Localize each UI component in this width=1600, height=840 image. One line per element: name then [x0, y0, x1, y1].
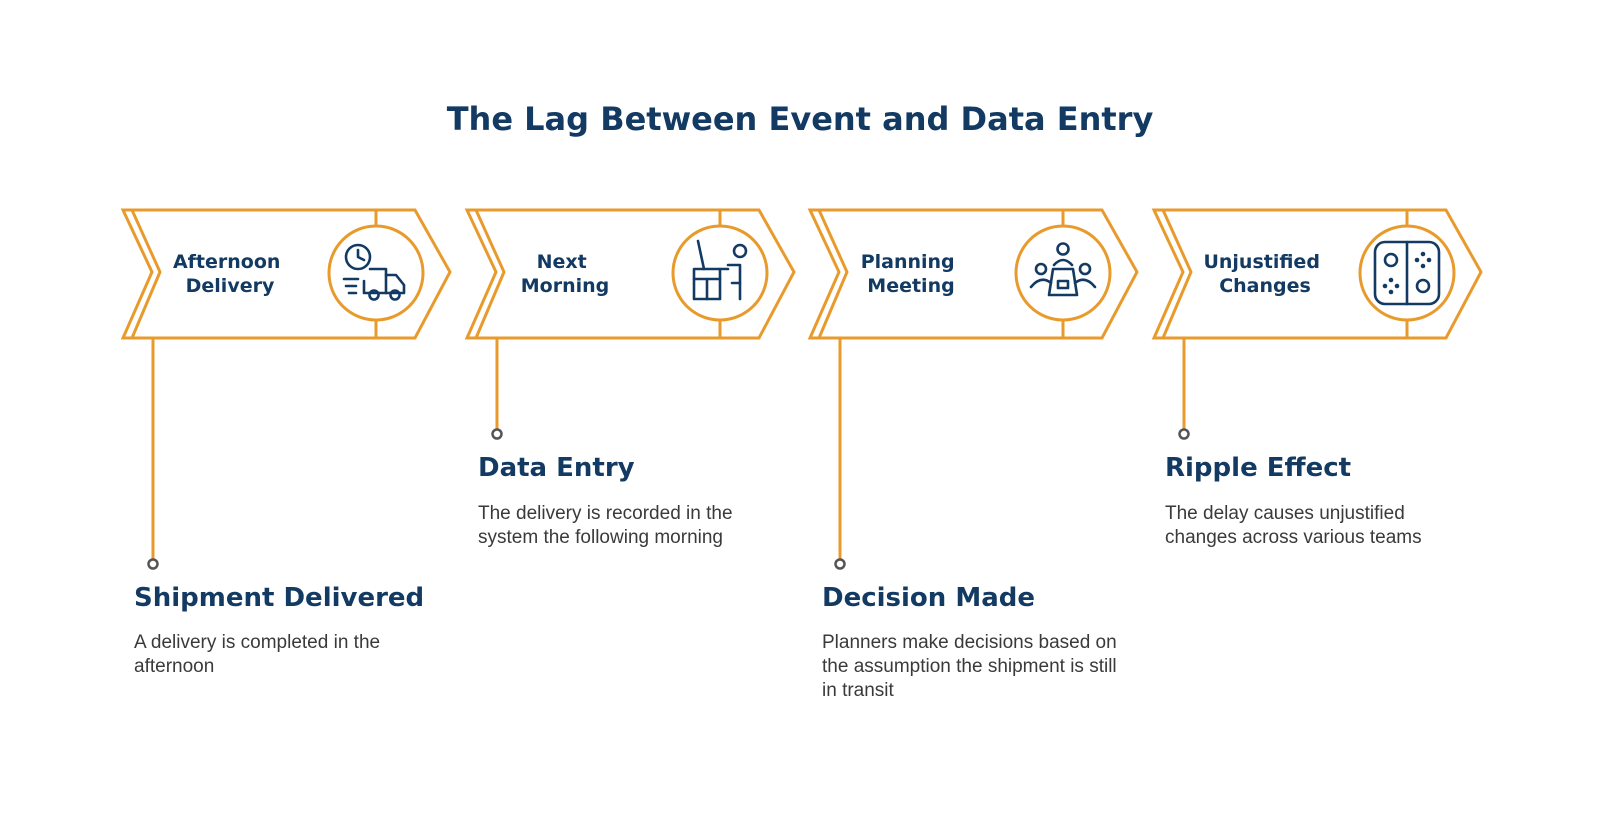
chevron-shape [464, 208, 796, 340]
step-1-description: A delivery is completed in the afternoon [134, 632, 381, 677]
connector-dot [491, 428, 503, 440]
connector-line [147, 338, 159, 570]
step-2: Next Morning [464, 208, 796, 440]
chevron-shape [807, 208, 1139, 340]
chevron-label: Next Morning [521, 251, 610, 297]
chevron-label: Unjustified Changes [1203, 251, 1326, 297]
chevron-label-line-2: Changes [1219, 275, 1311, 297]
step-4: Unjustified Changes [1151, 208, 1483, 440]
step-1: Afternoon Delivery [120, 208, 452, 570]
chevron-label-line-2: Delivery [186, 275, 275, 297]
step-3-heading: Decision Made [822, 583, 1036, 613]
meeting-group-icon [1029, 242, 1097, 297]
person-at-desk-icon [692, 239, 748, 301]
connector-dot [1178, 428, 1190, 440]
step-3: Planning Meeting [807, 208, 1139, 570]
split-panel-controller-icon [1373, 240, 1441, 306]
connector-line [491, 338, 503, 440]
chevron-label: Planning Meeting [861, 251, 962, 297]
delivery-truck-clock-icon [342, 243, 406, 301]
chevron-label-line-1: Afternoon [173, 251, 280, 273]
connector-dot [147, 558, 159, 570]
step-2-description: The delivery is recorded in the system t… [478, 503, 733, 548]
connector-line [1178, 338, 1190, 440]
connector-line [834, 338, 846, 570]
page-title: The Lag Between Event and Data Entry [446, 100, 1154, 138]
chevron-label-line-1: Planning [861, 251, 955, 273]
step-4-description: The delay causes unjustified changes acr… [1165, 503, 1422, 548]
step-4-heading: Ripple Effect [1165, 453, 1352, 483]
connector-dot [834, 558, 846, 570]
chevron-shape [120, 208, 452, 340]
chevron-shape [1151, 208, 1483, 340]
step-2-heading: Data Entry [478, 453, 635, 483]
step-3-description: Planners make decisions based on the ass… [822, 632, 1117, 701]
chevron-label: Afternoon Delivery [173, 251, 287, 297]
chevron-label-line-1: Unjustified [1203, 251, 1319, 273]
step-1-heading: Shipment Delivered [134, 583, 425, 613]
chevron-label-line-2: Morning [521, 275, 610, 297]
chevron-label-line-1: Next [537, 251, 587, 273]
chevron-label-line-2: Meeting [867, 275, 954, 297]
